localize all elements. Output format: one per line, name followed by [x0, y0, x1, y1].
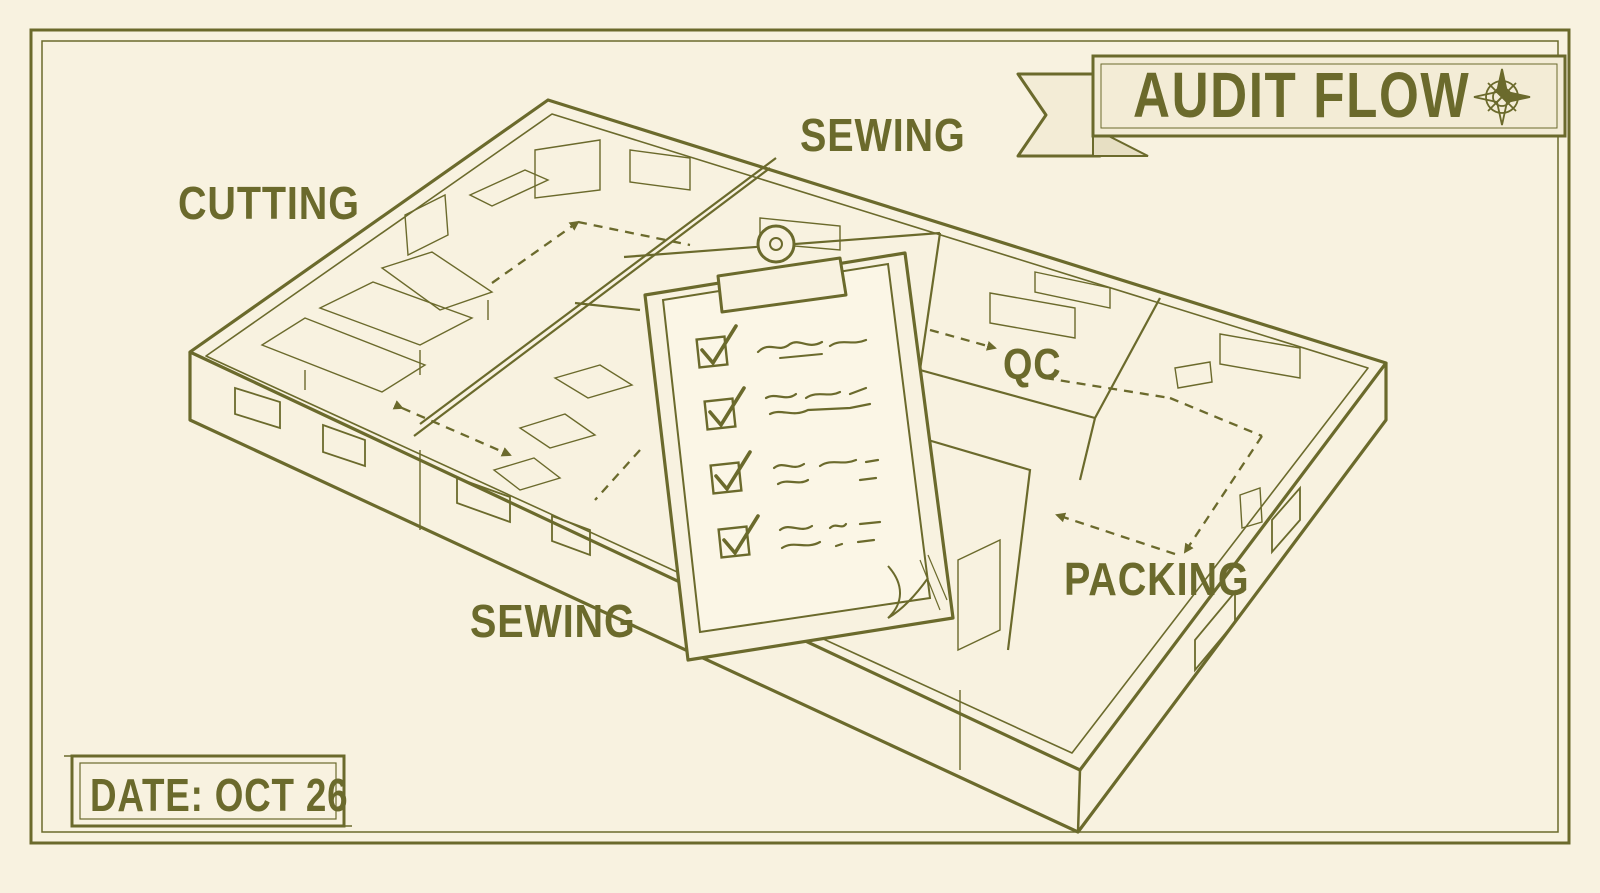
compass-rose-icon — [1473, 68, 1531, 126]
arrow-sewing-to-qc — [929, 328, 997, 351]
arrow-packing-return — [1055, 512, 1176, 556]
sewing-workstations — [492, 217, 1301, 652]
diagram-title: AUDIT FLOW — [1133, 59, 1471, 131]
zone-label-qc: QC — [1003, 340, 1062, 389]
arrow-cutting-to-sewing — [491, 220, 580, 284]
arrow-qc-to-packing — [1183, 435, 1263, 554]
date-stamp — [64, 754, 352, 828]
cutting-tables — [260, 139, 691, 393]
date-stamp-text: DATE: OCT 26 — [90, 769, 349, 821]
clipboard-icon — [643, 224, 955, 662]
flow-arrows — [392, 220, 1263, 556]
wall-windows — [234, 386, 1301, 673]
zone-label-cutting: CUTTING — [178, 177, 360, 229]
checklist — [695, 324, 882, 559]
zone-label-sewing-top: SEWING — [800, 109, 966, 161]
checkbox-icon — [709, 450, 880, 495]
zone-label-sewing-bottom: SEWING — [470, 595, 636, 647]
checkbox-icon — [717, 514, 882, 559]
arrow-cutting-sewing-link — [392, 400, 512, 457]
outer-frame — [29, 28, 1571, 845]
checkbox-icon — [695, 324, 868, 369]
checkbox-icon — [703, 386, 872, 431]
zone-label-packing: PACKING — [1064, 553, 1250, 605]
inner-frame — [41, 40, 1559, 833]
